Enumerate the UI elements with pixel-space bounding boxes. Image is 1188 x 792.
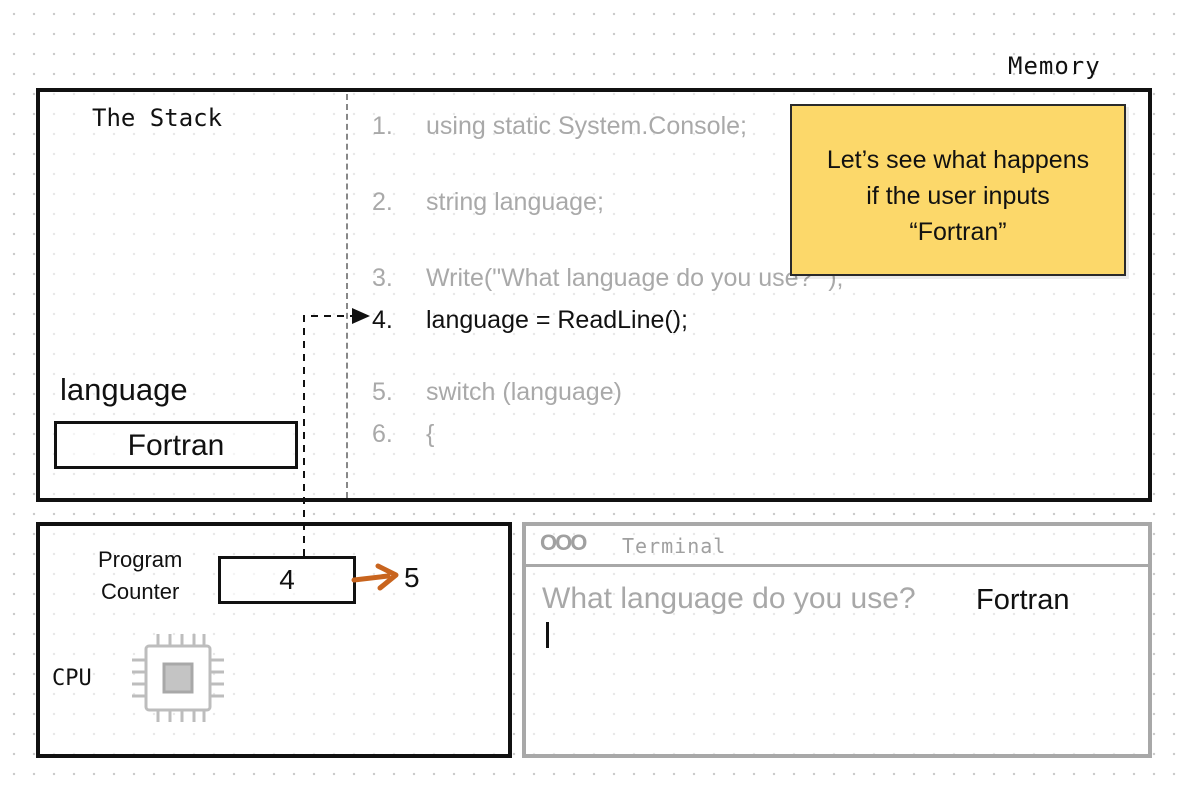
text-cursor: [546, 622, 549, 648]
line-text: language = ReadLine();: [426, 306, 688, 334]
terminal-prompt: What language do you use?: [542, 582, 916, 615]
memory-label: Memory: [1008, 52, 1101, 80]
code-line-2: 2. string language;: [372, 188, 604, 217]
program-counter-box: 4: [218, 556, 356, 604]
line-number: 5.: [372, 378, 393, 406]
code-line-6: 6. {: [372, 420, 434, 449]
variable-box: Fortran: [54, 421, 298, 469]
terminal-title: Terminal: [622, 534, 727, 558]
sticky-note: Let’s see what happens if the user input…: [790, 104, 1126, 276]
line-number: 6.: [372, 420, 393, 448]
note-line-3: “Fortran”: [909, 218, 1007, 246]
program-counter-label: Program Counter: [98, 544, 182, 608]
note-line-2: if the user inputs: [866, 182, 1050, 210]
window-controls-icon[interactable]: OOO: [540, 530, 587, 555]
code-line-5: 5. switch (language): [372, 378, 622, 407]
line-text: Write("What language do you use? ");: [426, 264, 844, 292]
chip-icon: [132, 634, 224, 722]
line-text: {: [426, 420, 435, 448]
program-counter-label-line-1: Program: [98, 547, 183, 572]
program-counter-next-value: 5: [404, 562, 420, 593]
code-line-3: 3. Write("What language do you use? ");: [372, 264, 844, 293]
program-counter-label-line-2: Counter: [101, 579, 180, 604]
line-number: 2.: [372, 188, 393, 216]
stack-divider: [346, 94, 348, 498]
terminal-title-bar: OOO Terminal: [526, 526, 1148, 567]
line-text: using static System.Console;: [426, 112, 747, 140]
line-text: switch (language): [426, 378, 622, 406]
cpu-label: CPU: [52, 666, 92, 691]
line-text: string language;: [426, 188, 604, 216]
line-number: 3.: [372, 264, 393, 292]
pc-increment-arrow: [351, 573, 391, 583]
pc-increment-arrowhead: [375, 563, 399, 591]
pc-to-line-arrow: [303, 308, 370, 556]
terminal-window: OOO Terminal What language do you use? F…: [522, 522, 1152, 758]
stack-title: The Stack: [92, 104, 223, 132]
line-number: 1.: [372, 112, 393, 140]
note-line-1: Let’s see what happens: [826, 146, 1090, 174]
note-text: Let’s see what happens if the user input…: [792, 142, 1124, 250]
variable-name: language: [60, 372, 188, 407]
code-line-1: 1. using static System.Console;: [372, 112, 747, 141]
terminal-input[interactable]: Fortran: [976, 584, 1070, 616]
variable-value: Fortran: [127, 429, 225, 462]
line-number: 4.: [372, 306, 393, 334]
program-counter-value: 4: [279, 564, 295, 595]
code-line-4-current: 4. language = ReadLine();: [372, 306, 688, 335]
